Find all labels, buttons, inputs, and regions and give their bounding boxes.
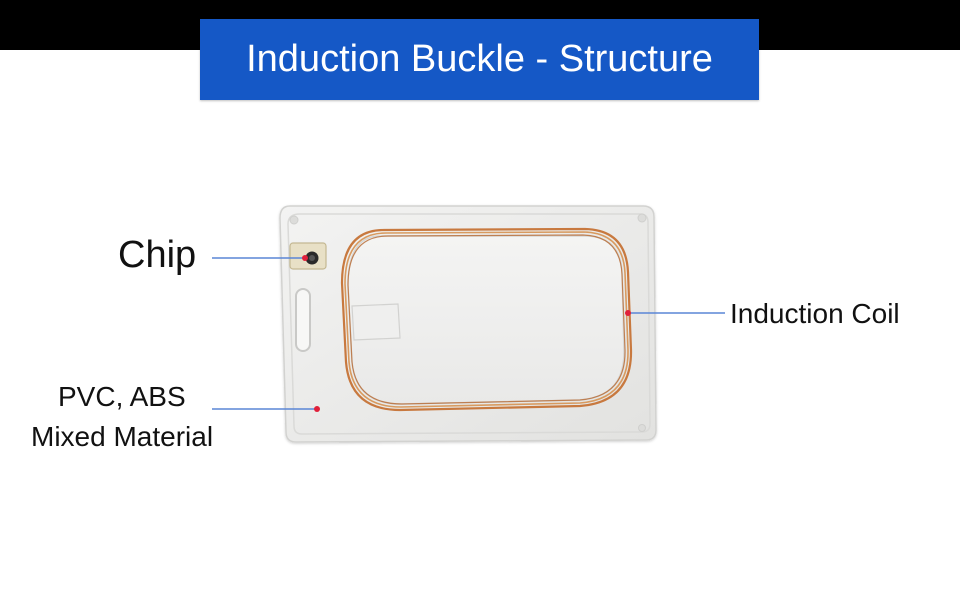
- material-label-line2: Mixed Material: [31, 421, 214, 452]
- chip-marker-dot: [302, 255, 308, 261]
- page-title: Induction Buckle - Structure: [246, 38, 713, 80]
- coil-marker-dot: [625, 310, 631, 316]
- chip-component: [289, 242, 327, 270]
- induction-coil-label: Induction Coil: [730, 298, 900, 329]
- title-banner: Induction Buckle - Structure: [200, 19, 759, 100]
- chip-label: Chip: [118, 234, 197, 276]
- material-label-line1: PVC, ABS: [58, 381, 186, 412]
- material-marker-dot: [314, 406, 320, 412]
- buckle-slot: [295, 288, 311, 352]
- induction-coil: [340, 227, 633, 412]
- panel-tab: [351, 303, 401, 341]
